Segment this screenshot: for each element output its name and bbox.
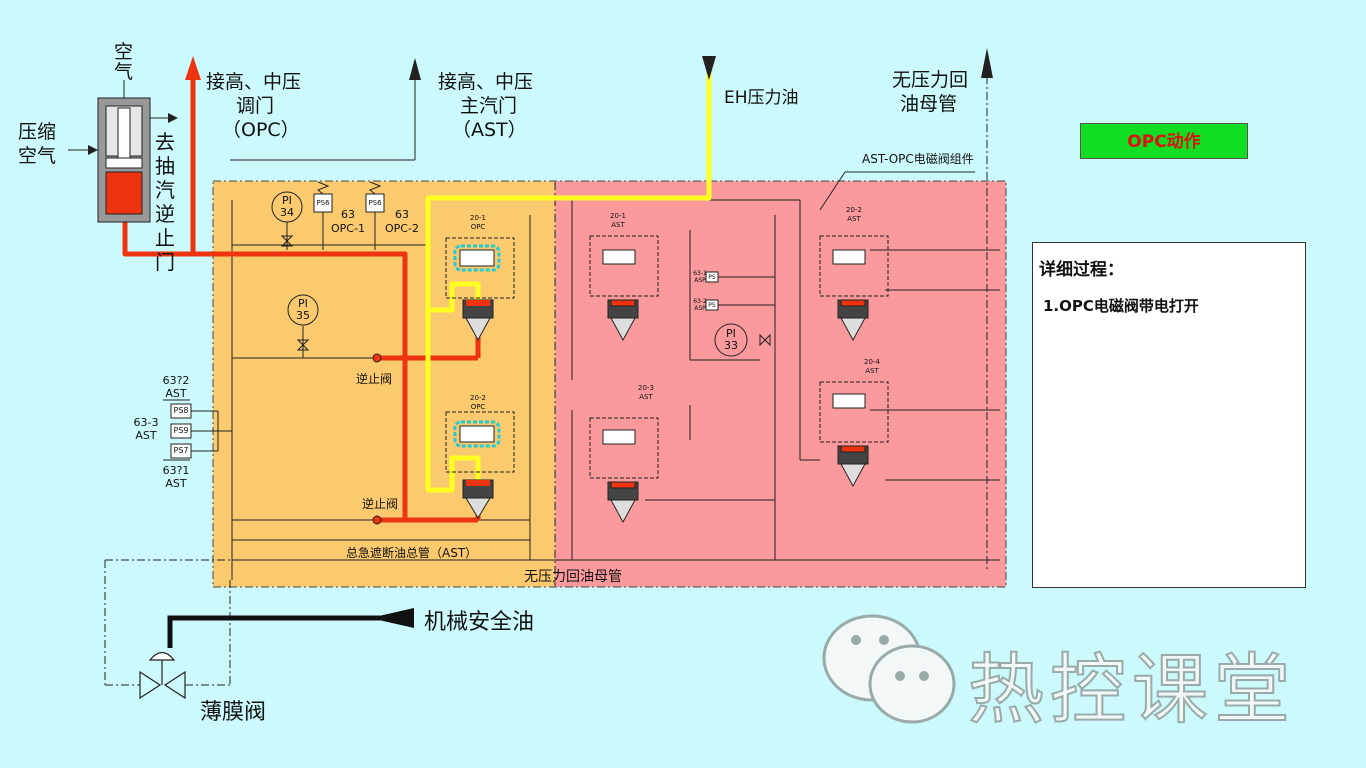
- ps-a-label: PS: [708, 274, 716, 281]
- pi35-label: PI 35: [296, 297, 310, 322]
- ps9-label: PS9: [173, 426, 189, 435]
- asp1-label: 63-1 ASP: [693, 270, 707, 284]
- diaphragm-valve-label: 薄膜阀: [200, 700, 267, 725]
- eh-oil-label: EH压力油: [724, 88, 799, 108]
- pressure-switches-top: [313, 181, 385, 213]
- detail-title: 详细过程：: [1039, 260, 1124, 280]
- ast-line-arrow-icon: [409, 58, 421, 80]
- opc-line-arrow-icon: [185, 56, 201, 80]
- pi34-label: PI 34: [280, 194, 294, 219]
- drain-lines: [104, 60, 988, 686]
- gauges: [271, 191, 748, 357]
- asp2-label: 63-2 ASP: [693, 298, 707, 312]
- drain-header-bottom-label: 无压力回油母管: [524, 569, 622, 585]
- v20-2-opc-label: 20-2 OPC: [470, 394, 486, 411]
- sw-631-label: 63?1 AST: [162, 464, 190, 490]
- wechat-logo-icon: [822, 614, 956, 724]
- v20-4-ast-label: 20-4 AST: [864, 358, 880, 375]
- drain-arrow-icon: [981, 48, 993, 78]
- pi33-label: PI 33: [724, 327, 738, 352]
- diaphragm-valve-icon: [139, 651, 186, 700]
- hp-ip-governor-label-2: 调门: [236, 95, 275, 117]
- compressed-air-label: 压缩空气: [18, 121, 57, 167]
- opc1-label: 63 OPC-1: [331, 208, 365, 235]
- v20-3-ast-label: 20-3 AST: [638, 384, 654, 401]
- mech-safety-oil-line: [167, 615, 380, 648]
- hp-ip-main-label-2: 主汽门: [460, 95, 518, 117]
- v20-1-opc-label: 20-1 OPC: [470, 214, 486, 231]
- drain-header-top-label-1: 无压力回: [892, 69, 969, 91]
- solenoid-assembly-label: AST-OPC电磁阀组件: [862, 152, 974, 166]
- opc2-label: 63 OPC-2: [385, 208, 419, 235]
- v20-2-ast-label: 20-2 AST: [846, 206, 862, 223]
- hp-ip-main-label-3: （AST）: [452, 119, 527, 141]
- pi34-gauge-icon: [271, 191, 303, 223]
- ps8-label: PS8: [173, 406, 189, 415]
- ast-pressure-switches: [163, 399, 232, 461]
- to-extraction-check-label: 去抽汽逆止门: [155, 130, 175, 274]
- mech-safety-oil-label: 机械安全油: [424, 610, 535, 635]
- check-valve-1-label: 逆止阀: [356, 372, 393, 386]
- hp-ip-governor-label-1: 接高、中压: [206, 71, 302, 93]
- pi33-gauge-icon: [714, 323, 748, 357]
- ast-header-label: 总急遮断油总管（AST）: [346, 546, 478, 560]
- hp-ip-governor-label-3: （OPC）: [222, 119, 300, 141]
- eh-oil-lines: [425, 72, 712, 493]
- opc-solenoid-20-2: [445, 411, 515, 519]
- air-cylinder-icon: [68, 80, 178, 223]
- check-valve-2-label: 逆止阀: [362, 497, 399, 511]
- watermark-text: 热控课堂: [967, 644, 1296, 735]
- air-label: 空气: [114, 41, 134, 83]
- ast-solenoid-valves: [589, 235, 889, 524]
- check-valve-1-icon: [372, 353, 382, 363]
- pi35-gauge-icon: [287, 294, 319, 326]
- sw-633-label: 63-3 AST: [133, 416, 159, 442]
- opc-solenoid-20-1: [445, 237, 515, 342]
- ps7-label: PS7: [173, 446, 189, 455]
- ps-b-label: PS: [708, 302, 716, 309]
- detail-step-1: 1.OPC电磁阀带电打开: [1043, 297, 1199, 315]
- eh-oil-arrow-icon: [702, 56, 716, 80]
- detail-panel: 详细过程： 1.OPC电磁阀带电打开: [1032, 242, 1306, 588]
- drain-header-top-label-2: 油母管: [900, 93, 958, 115]
- small-valves: [280, 235, 771, 351]
- v20-1-ast-label: 20-1 AST: [610, 212, 626, 229]
- hp-ip-main-label-1: 接高、中压: [438, 71, 534, 93]
- solenoid-assembly-border: [212, 180, 1007, 588]
- mech-safety-oil-arrow-icon: [370, 608, 414, 628]
- opc-action-button[interactable]: OPC动作: [1080, 123, 1248, 159]
- check-valve-2-icon: [372, 515, 382, 525]
- ast-zone: [555, 181, 1006, 587]
- ps6b-label: PS6: [368, 199, 382, 207]
- ps6a-label: PS6: [316, 199, 330, 207]
- sw-632-label: 63?2 AST: [162, 374, 190, 400]
